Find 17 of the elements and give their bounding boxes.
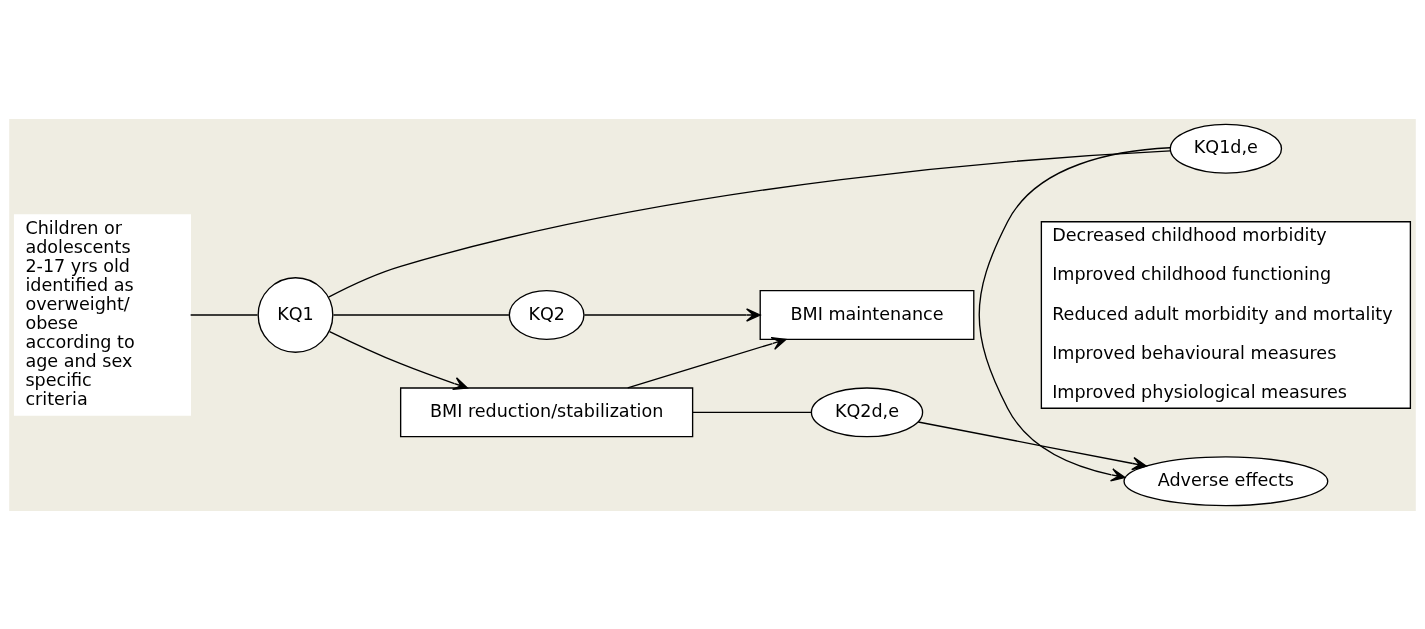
node-ellipse: KQ1d,e [1169,123,1283,174]
node-ellipse: KQ2 [508,289,585,340]
arrow [978,146,1171,482]
node-box: Children or adolescents 2-17 yrs old identified as overweight/ obese according to age and sex specific criteria [13,213,191,416]
node-box: BMI maintenance [759,289,975,340]
arrow [627,336,787,389]
connector [692,411,813,413]
arrow [328,330,469,390]
connector [189,313,259,316]
node-circle: KQ1 [257,276,334,353]
connector [332,313,510,316]
node-ellipse: KQ2d,e [810,386,924,437]
node-box: Decreased childhood morbidity Improved childhood functioning Reduced adult morbidity and mortality Improved behavioural measures Improved physiological measures [1040,220,1412,409]
connector [327,149,1171,298]
node-box: BMI reduction/stabilization [399,386,694,437]
arrow [583,307,761,322]
arrow [917,420,1147,470]
